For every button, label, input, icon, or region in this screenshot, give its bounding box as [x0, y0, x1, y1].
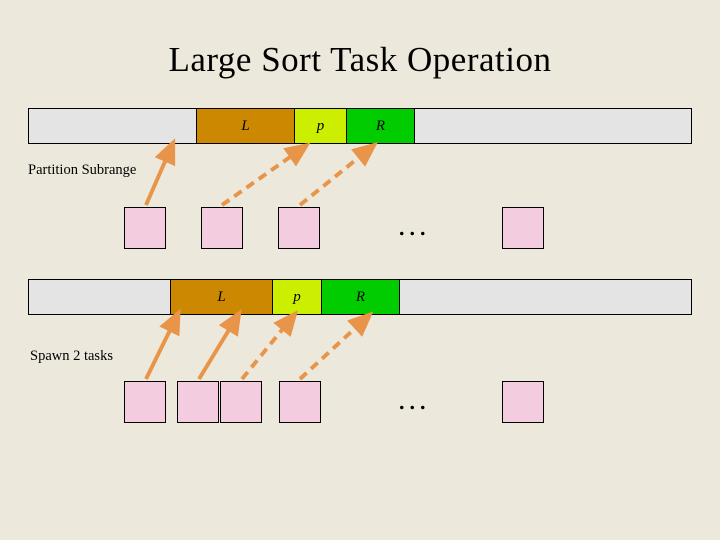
bottom-cell-4: [279, 381, 321, 423]
bottom-cell-2: [177, 381, 219, 423]
arrow-bottom-1: [144, 308, 181, 380]
top-row-ellipsis: ...: [398, 209, 430, 242]
bottom-bar-segment-L: L: [171, 280, 273, 314]
bottom-cell-3: [220, 381, 262, 423]
top-bar-segment-R: R: [347, 109, 415, 143]
bottom-bar: L p R: [28, 279, 692, 315]
top-cell-2: [201, 207, 243, 249]
caption-partition-subrange: Partition Subrange: [28, 162, 137, 178]
top-bar-segment-empty-left: [29, 109, 197, 143]
arrow-bottom-3: [240, 310, 299, 381]
bottom-bar-segment-pivot: p: [273, 280, 322, 314]
page-title: Large Sort Task Operation: [168, 40, 552, 79]
bottom-cell-1: [124, 381, 166, 423]
arrow-top-2: [220, 142, 311, 207]
arrow-top-3: [298, 141, 378, 207]
bottom-cell-5: [502, 381, 544, 423]
bottom-bar-segment-empty-left: [29, 280, 171, 314]
bottom-row-ellipsis: ...: [398, 383, 430, 416]
bottom-bar-segment-empty-right: [400, 280, 691, 314]
top-cell-3: [278, 207, 320, 249]
bottom-bar-segment-R: R: [322, 280, 400, 314]
caption-spawn-tasks: Spawn 2 tasks: [30, 348, 113, 364]
arrow-bottom-2: [197, 309, 242, 381]
top-bar-segment-L: L: [197, 109, 295, 143]
arrow-top-1: [144, 138, 176, 206]
top-cell-1: [124, 207, 166, 249]
top-bar-segment-pivot: p: [295, 109, 347, 143]
top-bar: L p R: [28, 108, 692, 144]
top-cell-4: [502, 207, 544, 249]
arrow-bottom-4: [298, 311, 374, 381]
top-bar-segment-empty-right: [415, 109, 691, 143]
